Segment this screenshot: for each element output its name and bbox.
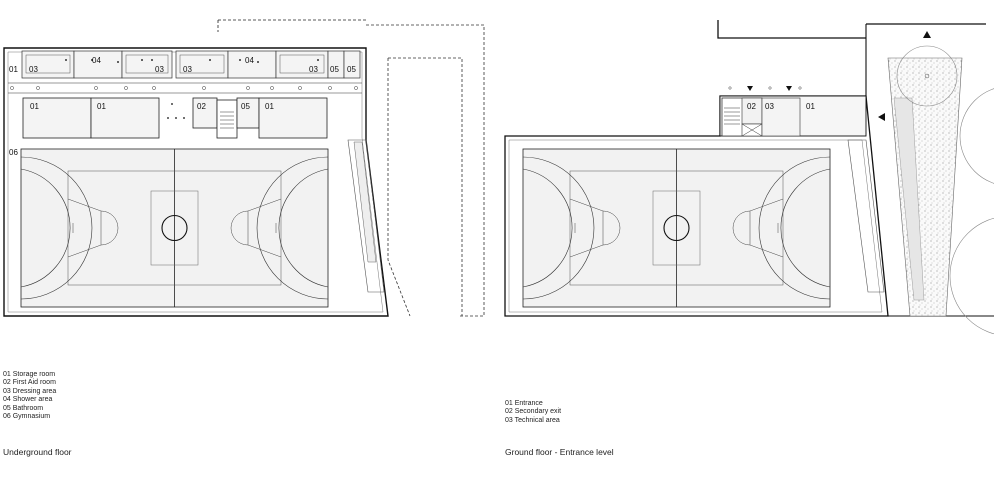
room-label: 01 bbox=[30, 102, 39, 111]
legend-item: 02 Secondary exit bbox=[505, 408, 562, 416]
room-label: 05 bbox=[330, 65, 339, 74]
legend-item: 04 Shower area bbox=[3, 396, 53, 404]
room-label: 04 bbox=[92, 56, 101, 65]
room-label: 03 bbox=[29, 65, 38, 74]
ground-caption: Ground floor - Entrance level bbox=[505, 447, 614, 457]
room-label: 05 bbox=[241, 102, 250, 111]
legend-item: 05 Bathroom bbox=[3, 404, 44, 412]
room-label: 04 bbox=[245, 56, 254, 65]
ground-room-labels: 02 03 01 bbox=[747, 102, 815, 111]
underground-legend: 01 Storage room 02 First Aid room 03 Dre… bbox=[3, 371, 56, 421]
room-label: 03 bbox=[183, 65, 192, 74]
room-label: 01 bbox=[806, 102, 815, 111]
underground-room-labels: 01 03 04 03 03 04 03 05 05 01 01 02 05 0… bbox=[9, 56, 356, 157]
room-label: 01 bbox=[97, 102, 106, 111]
legend-item: 06 Gymnasium bbox=[3, 413, 51, 421]
underground-caption: Underground floor bbox=[3, 447, 72, 457]
legend-item: 01 Entrance bbox=[505, 400, 543, 407]
legend-item: 03 Dressing area bbox=[3, 387, 57, 395]
room-label: 02 bbox=[747, 102, 756, 111]
room-label: 01 bbox=[9, 65, 18, 74]
legend-item: 01 Storage room bbox=[3, 371, 56, 378]
legend-item: 02 First Aid room bbox=[3, 379, 56, 387]
room-label: 03 bbox=[309, 65, 318, 74]
room-label: 02 bbox=[197, 102, 206, 111]
ground-floor-plan bbox=[504, 20, 994, 335]
room-label: 03 bbox=[155, 65, 164, 74]
ground-legend: 01 Entrance 02 Secondary exit 03 Technic… bbox=[505, 400, 561, 425]
underground-floor-plan bbox=[3, 19, 485, 317]
room-label: 01 bbox=[265, 102, 274, 111]
room-label: 06 bbox=[9, 148, 18, 157]
legend-item: 03 Technical area bbox=[505, 416, 560, 424]
room-label: 05 bbox=[347, 65, 356, 74]
room-label: 03 bbox=[765, 102, 774, 111]
